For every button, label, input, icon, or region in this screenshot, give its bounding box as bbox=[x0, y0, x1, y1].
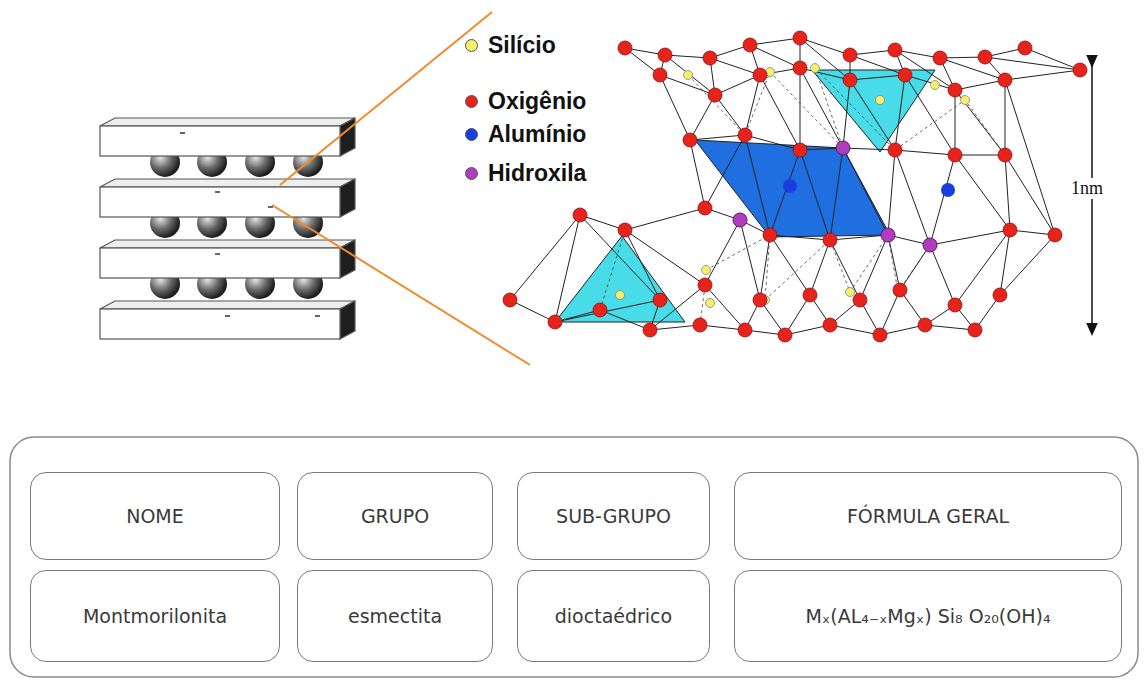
table-cell: esmectita bbox=[297, 570, 493, 662]
cell-text: Mₓ(AL₄₋ₓMgₓ) Si₈ O₂₀(OH)₄ bbox=[805, 605, 1050, 627]
cell-text: dioctaédrico bbox=[555, 605, 672, 627]
dimension-label: 1nm bbox=[1070, 178, 1104, 199]
cell-text: Montmorilonita bbox=[83, 605, 227, 627]
legend-text: Silício bbox=[486, 32, 558, 59]
table-cell: GRUPO bbox=[297, 472, 493, 560]
legend-swatch bbox=[465, 39, 478, 52]
cell-text: FÓRMULA GERAL bbox=[847, 505, 1009, 527]
legend-swatch bbox=[465, 167, 478, 180]
legend-swatch bbox=[465, 128, 478, 141]
table-cell: NOME bbox=[30, 472, 280, 560]
legend-item: Oxigênio bbox=[465, 88, 588, 115]
table-frame bbox=[10, 437, 1138, 677]
clay-stack bbox=[100, 12, 530, 365]
cell-text: NOME bbox=[126, 505, 184, 527]
table-cell: Mₓ(AL₄₋ₓMgₓ) Si₈ O₂₀(OH)₄ bbox=[734, 570, 1122, 662]
legend-text: Oxigênio bbox=[486, 88, 588, 115]
cell-text: GRUPO bbox=[361, 505, 429, 527]
table-cell: Montmorilonita bbox=[30, 570, 280, 662]
table-cell: SUB-GRUPO bbox=[517, 472, 710, 560]
table-cell: dioctaédrico bbox=[517, 570, 710, 662]
legend-item: Silício bbox=[465, 32, 558, 59]
legend-item: Alumínio bbox=[465, 121, 588, 148]
table-cell: FÓRMULA GERAL bbox=[734, 472, 1122, 560]
cell-text: esmectita bbox=[348, 605, 442, 627]
lattice bbox=[503, 31, 1092, 342]
legend-item: Hidroxila bbox=[465, 160, 588, 187]
cell-text: SUB-GRUPO bbox=[556, 505, 671, 527]
legend-text: Hidroxila bbox=[486, 160, 588, 187]
legend-text: Alumínio bbox=[486, 121, 588, 148]
legend-swatch bbox=[465, 95, 478, 108]
